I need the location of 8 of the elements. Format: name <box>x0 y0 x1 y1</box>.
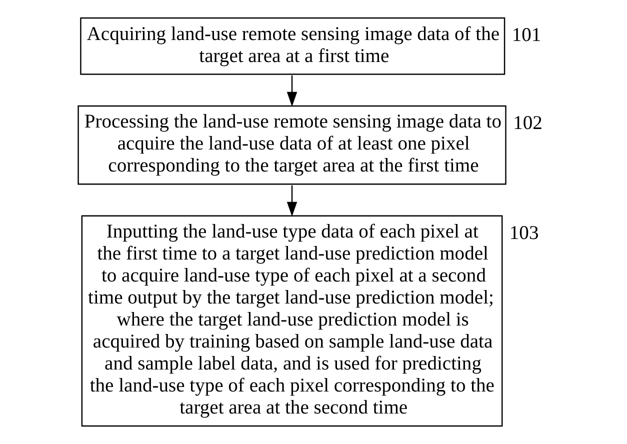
arrow <box>286 75 297 107</box>
node-label: 102 <box>512 112 542 134</box>
arrow <box>286 185 297 217</box>
node-box: Acquiring land-use remote sensing image data of the target area at a first time <box>80 17 505 75</box>
node-label: 101 <box>511 24 541 46</box>
node-box: Inputting the land-use type data of each pixel at the first time to a target land-use prediction model to acquire land-use type of each pixel at a second time output by the target land-use prediction model; where the target land-use prediction model is acquired by training based on sample land-use data and sample label data, and is used for predicting the land-use type of each pixel corresponding to the target area at the second time <box>80 215 502 427</box>
node-label: 103 <box>508 222 538 244</box>
node-box: Processing the land-use remote sensing image data to acquire the land-use data of at least one pixel corresponding to the target area at the first time <box>77 105 506 185</box>
